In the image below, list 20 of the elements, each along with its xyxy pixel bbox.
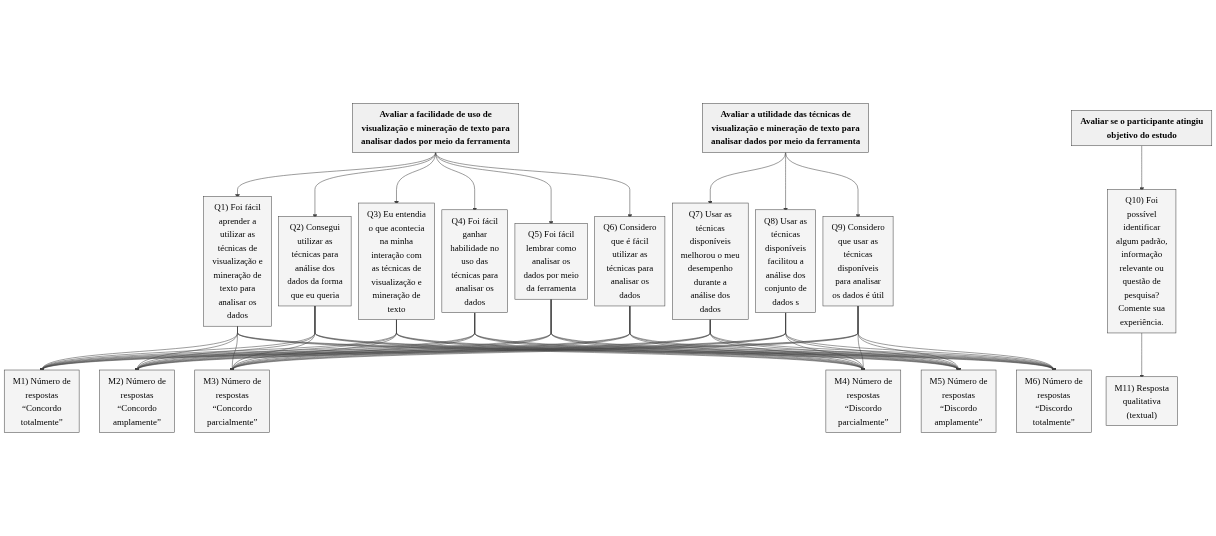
node-box: Q5) Foi fácil lembrar como analisar os dados por meio da ferramenta bbox=[514, 223, 588, 300]
node-box: M5) Número de respostas “Discordo amplamente” bbox=[920, 369, 997, 433]
node-box: M11) Resposta qualitativa (textual) bbox=[1105, 376, 1178, 426]
node-box: M6) Número de respostas “Discordo totalmente” bbox=[1016, 369, 1092, 433]
node-box: M4) Número de respostas “Discordo parcialmente” bbox=[825, 369, 902, 433]
node-box: Q3) Eu entendia o que acontecia na minha interação com as técnicas de visualização e mineração de texto bbox=[358, 202, 435, 320]
node-box: Avaliar a facilidade de uso de visualização e mineração de texto para analisar dados por meio da ferramenta bbox=[352, 103, 519, 153]
node-box: Q9) Considero que usar as técnicas disponíveis para analisar os dados é útil bbox=[822, 216, 894, 307]
node-box: Avaliar se o participante atingiu objetivo do estudo bbox=[1071, 110, 1213, 146]
node-box: Q8) Usar as técnicas disponíveis facilitou a análise dos conjunto de dados s bbox=[755, 209, 816, 313]
node-box: Q10) Foi possível identificar algum padrão, informação relevante ou questão de pesquisa? Comente sua experiência. bbox=[1107, 189, 1177, 334]
node-box: M1) Número de respostas “Concordo totalmente” bbox=[3, 369, 80, 433]
node-box: M2) Número de respostas “Concordo amplamente” bbox=[99, 369, 175, 433]
node-box: M3) Número de respostas “Concordo parcialmente” bbox=[194, 369, 270, 433]
node-box: Avaliar a utilidade das técnicas de visualização e mineração de texto para analisar dados por meio da ferramenta bbox=[702, 103, 869, 153]
node-box: Q1) Foi fácil aprender a utilizar as técnicas de visualização e mineração de texto para analisar os dados bbox=[203, 196, 272, 327]
node-box: Q2) Consegui utilizar as técnicas para análise dos dados da forma que eu queria bbox=[278, 216, 352, 307]
node-box: Q4) Foi fácil ganhar habilidade no uso das técnicas para analisar os dados bbox=[441, 209, 508, 313]
node-box: Q6) Considero que é fácil utilizar as técnicas para analisar os dados bbox=[594, 216, 666, 307]
node-box: Q7) Usar as técnicas disponíveis melhorou o meu desempenho durante a análise dos dados bbox=[672, 202, 749, 320]
